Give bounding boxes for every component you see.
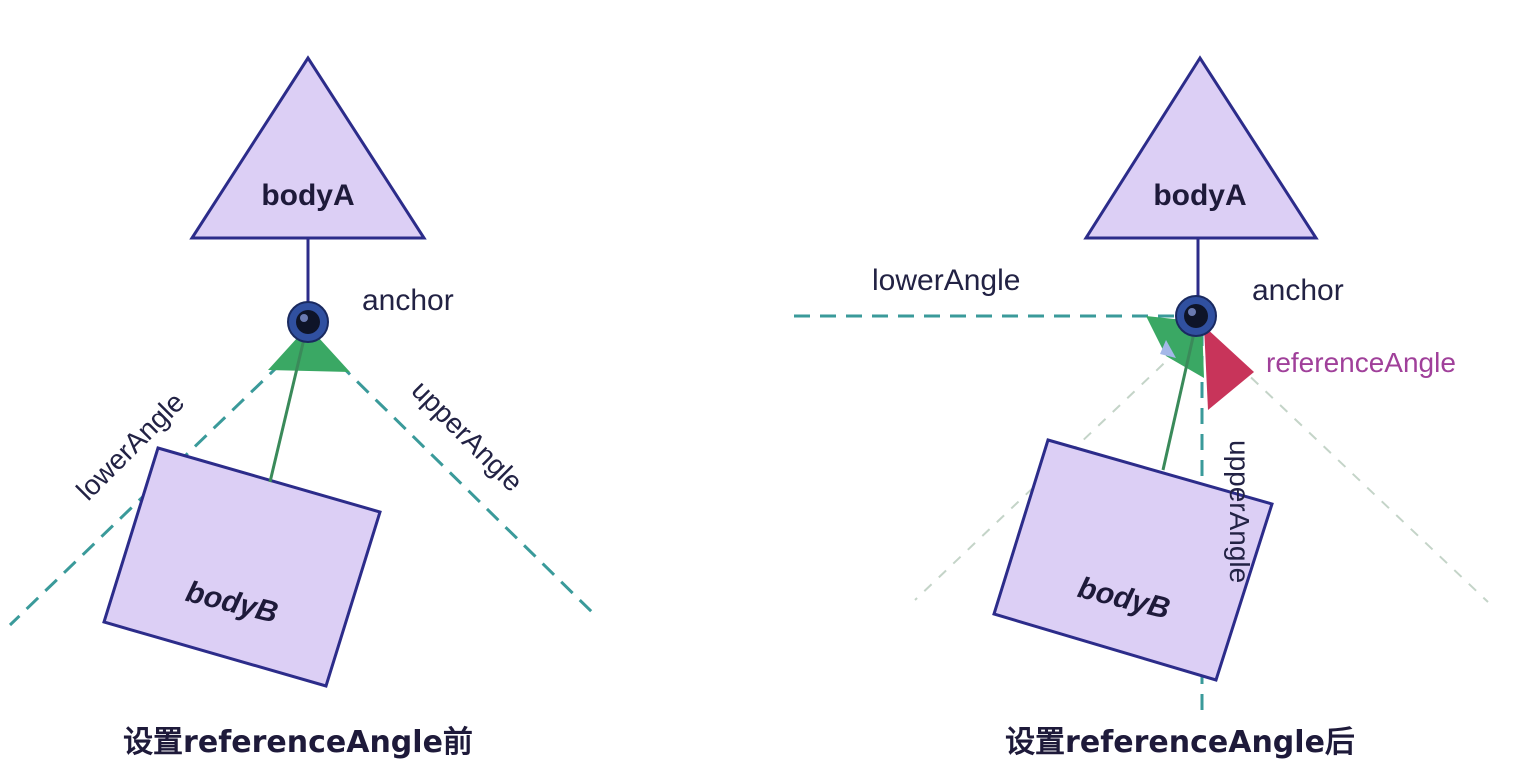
right-lower-angle-wedge-tip xyxy=(1160,340,1176,358)
right-faint-guide-right xyxy=(1221,349,1489,603)
right-body-b-shape xyxy=(992,438,1274,682)
left-anchor-label: anchor xyxy=(362,284,454,317)
right-reference-angle-wedge xyxy=(1204,326,1254,410)
left-body-a-label: bodyA xyxy=(261,179,354,212)
right-body-a-shape xyxy=(1083,55,1319,240)
right-joint-line xyxy=(1161,323,1198,471)
left-body-b-shape xyxy=(102,446,382,688)
right-anchor-point xyxy=(1175,295,1217,337)
right-upper-angle-label: upperAngle xyxy=(1224,440,1255,583)
right-anchor-label: anchor xyxy=(1252,274,1344,307)
right-panel: bodyA bodyB anchor lowerAngle referenceA… xyxy=(785,55,1489,760)
right-caption: 设置referenceAngle后 xyxy=(1005,725,1355,760)
left-upper-limit-line xyxy=(318,343,597,617)
left-angle-wedge xyxy=(268,326,350,372)
left-anchor-point xyxy=(287,301,329,343)
right-body-a-label: bodyA xyxy=(1153,179,1246,212)
right-reference-angle-label: referenceAngle xyxy=(1266,347,1456,378)
left-panel: bodyA bodyB anchor lowerAngle upperAngle… xyxy=(8,55,597,760)
right-lower-angle-label: lowerAngle xyxy=(872,264,1020,297)
left-joint-line xyxy=(268,321,310,483)
left-lower-limit-line xyxy=(8,343,302,627)
left-upper-angle-label: upperAngle xyxy=(406,374,529,497)
left-caption: 设置referenceAngle前 xyxy=(123,725,473,760)
